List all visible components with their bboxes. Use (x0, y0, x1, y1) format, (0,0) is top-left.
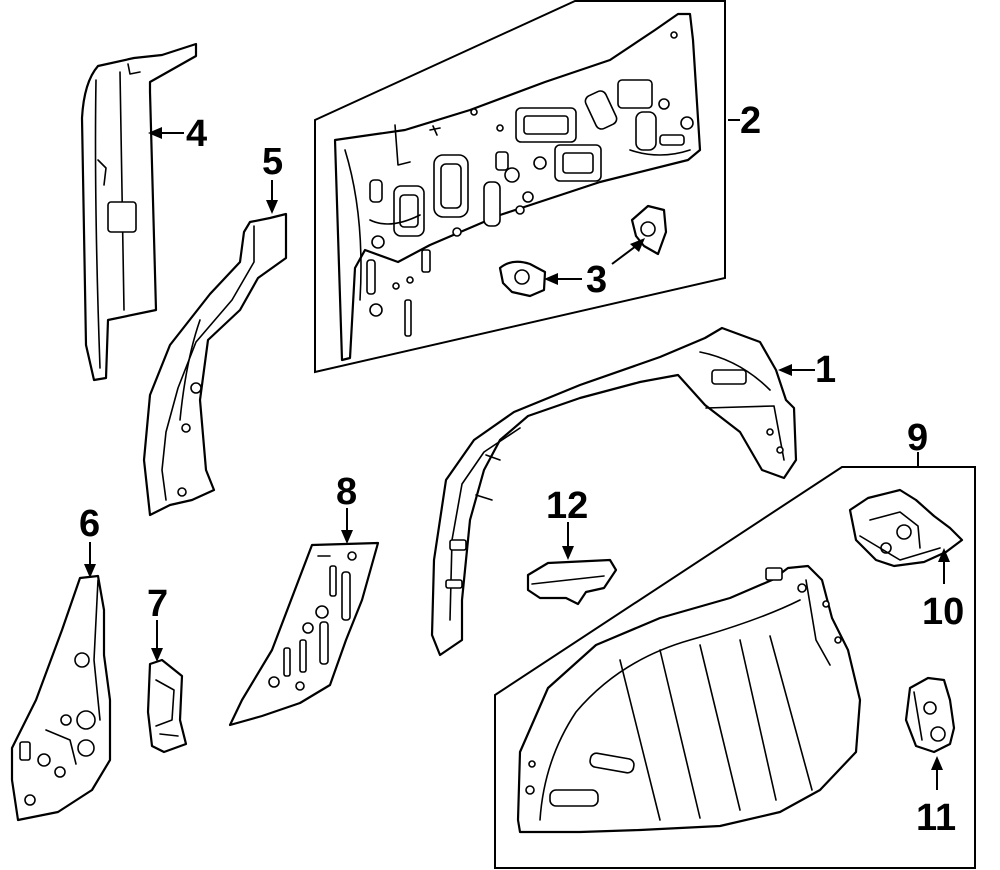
part-9-wheelhouse-inner (516, 564, 862, 834)
callout-12: 12 (546, 485, 588, 527)
callout-3: 3 (586, 259, 607, 301)
part-4-pillar (80, 42, 198, 382)
callout-5: 5 (262, 141, 283, 183)
part-1-wheelhouse (430, 326, 798, 657)
callout-11: 11 (916, 797, 956, 839)
leaders (84, 119, 950, 790)
group-box-9 (494, 466, 976, 869)
callout-9: 9 (907, 417, 928, 459)
callout-4: 4 (186, 113, 207, 155)
callout-6: 6 (79, 503, 100, 545)
part-2-panel (333, 12, 702, 362)
callout-7: 7 (147, 583, 168, 625)
callout-8: 8 (336, 471, 357, 513)
callout-10: 10 (922, 591, 964, 633)
part-11-mount (904, 676, 956, 754)
part-5-pillar (142, 212, 288, 517)
callout-2: 2 (740, 100, 761, 142)
part-6-pillar (10, 574, 112, 822)
part-10-bracket (848, 488, 964, 568)
part-3-brackets (498, 204, 668, 298)
group-box-2 (314, 0, 726, 374)
part-8-panel (228, 541, 380, 727)
callout-1: 1 (815, 349, 836, 391)
part-12-pad (526, 558, 618, 606)
part-7-bracket (146, 658, 188, 754)
